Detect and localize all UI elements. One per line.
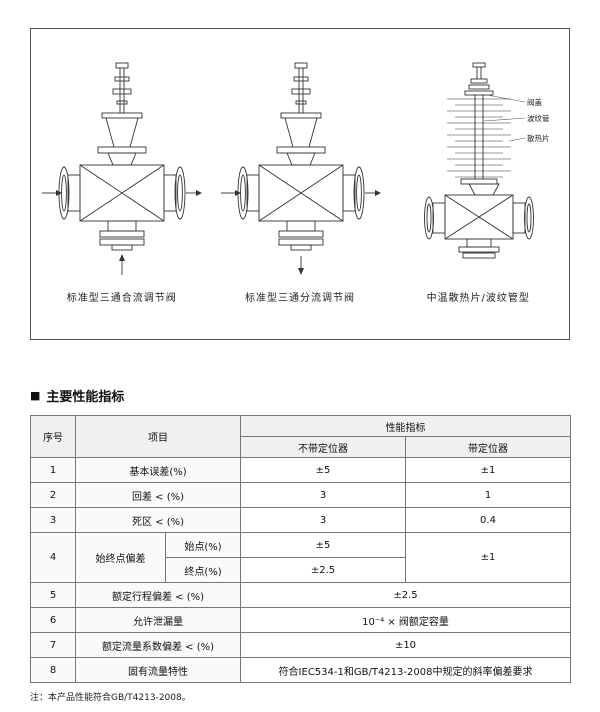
row5-item: 额定行程偏差 < (%)	[75, 582, 241, 608]
table-row: 1 基本误差(%) ±5 ±1	[30, 457, 571, 483]
row4-sub-end: 终点(%)	[165, 557, 241, 583]
row1-item: 基本误差(%)	[75, 457, 241, 483]
table-row: 4 始终点偏差 始点(%) ±5 ±1	[30, 532, 571, 583]
row3-item: 死区 < (%)	[75, 507, 241, 533]
section-title: 主要性能指标	[46, 390, 125, 405]
row4-value-with: ±1	[405, 532, 571, 583]
table-row: 7 额定流量系数偏差 < (%) ±10	[30, 632, 571, 658]
row3-value-without: 3	[240, 507, 406, 533]
valve-caption-converging: 标准型三通合流调节阀	[66, 293, 177, 304]
row3-no: 3	[30, 507, 76, 533]
row6-no: 6	[30, 607, 76, 633]
table-header-row-1: 序号 项目 性能指标	[30, 415, 571, 458]
table-row: 2 回差 < (%) 3 1	[30, 482, 571, 508]
table-row: 5 额定行程偏差 < (%) ±2.5	[30, 582, 571, 608]
row6-item: 允许泄漏量	[75, 607, 241, 633]
valve-drawing-converging	[42, 62, 203, 275]
row2-no: 2	[30, 482, 76, 508]
valve-caption-diverging: 标准型三通分流调节阀	[245, 293, 355, 304]
section-heading: ■ 主要性能指标	[30, 386, 124, 405]
table-header-row-2: 不带定位器 带定位器	[31, 436, 571, 458]
row7-value: ±10	[240, 632, 571, 658]
row6-value: 10⁻⁴ × 阀额定容量	[240, 607, 571, 633]
row2-value-without: 3	[240, 482, 406, 508]
table-row: 6 允许泄漏量 10⁻⁴ × 阀额定容量	[30, 607, 571, 633]
row2-item: 回差 < (%)	[75, 482, 241, 508]
row8-item: 固有流量特性	[75, 657, 241, 683]
row5-value: ±2.5	[240, 582, 571, 608]
row4-sub-start: 始点(%)	[165, 532, 241, 558]
table-row: 8 固有流量特性 符合IEC534-1和GB/T4213-2008中规定的斜率偏…	[30, 657, 571, 683]
row1-no: 1	[30, 457, 76, 483]
valve3-label-bonnet: 阀盖	[527, 97, 542, 107]
valve-drawing-bellows: 阀盖 波纹管 散热片	[423, 62, 550, 259]
row8-no: 8	[30, 657, 76, 683]
valve-figure-diverging: 标准型三通分流调节阀	[213, 61, 388, 304]
row4-start-value-without: ±5	[240, 532, 406, 558]
row1-value-with: ±1	[405, 457, 571, 483]
table-row: 终点(%) ±2.5	[31, 557, 571, 583]
row7-item: 额定流量系数偏差 < (%)	[75, 632, 241, 658]
row8-value: 符合IEC534-1和GB/T4213-2008中规定的斜率偏差要求	[240, 657, 571, 683]
row3-value-with: 0.4	[405, 507, 571, 533]
valve-drawing-diverging	[220, 62, 381, 275]
row5-no: 5	[30, 582, 76, 608]
header-with-positioner: 带定位器	[405, 436, 571, 458]
row4-item: 始终点偏差	[75, 532, 166, 583]
row4-no: 4	[30, 532, 76, 583]
valve-caption-bellows: 中温散热片/波纹管型	[426, 293, 530, 304]
valve-figure-converging: 标准型三通合流调节阀	[34, 61, 209, 304]
table-row: 3 死区 < (%) 3 0.4	[30, 507, 571, 533]
square-bullet-icon: ■	[30, 389, 41, 402]
row2-value-with: 1	[405, 482, 571, 508]
performance-table: 序号 项目 性能指标 不带定位器 带定位器 1 基本误差(%) ±5 ±1 2 …	[30, 415, 571, 683]
row7-no: 7	[30, 632, 76, 658]
row1-value-without: ±5	[240, 457, 406, 483]
footnote: 注：本产品性能符合GB/T4213-2008。	[30, 693, 191, 703]
header-no: 序号	[30, 415, 76, 458]
header-item: 项目	[75, 415, 241, 458]
header-without-positioner: 不带定位器	[240, 436, 406, 458]
valve-figures-panel: 标准型三通合流调节阀	[30, 28, 570, 340]
valve3-label-fins: 散热片	[527, 133, 550, 143]
row4-end-value-without: ±2.5	[240, 557, 406, 583]
valve3-label-bellows: 波纹管	[527, 113, 550, 123]
header-performance: 性能指标	[240, 415, 571, 437]
valve-figure-bellows: 阀盖 波纹管 散热片 中温散热片/波纹管型	[391, 61, 566, 304]
